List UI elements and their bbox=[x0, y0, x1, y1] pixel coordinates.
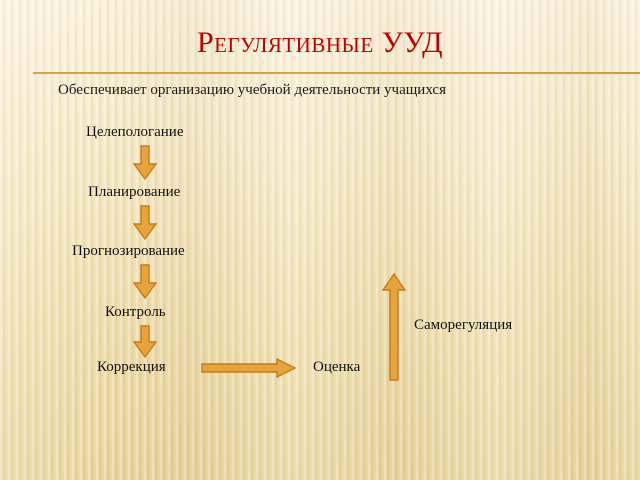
node-samoregulyaciya: Саморегуляция bbox=[414, 317, 513, 333]
node-korrekciya: Коррекция bbox=[97, 359, 166, 375]
arrow-right-korrekciya-to-ocenka bbox=[201, 358, 297, 378]
arrow-down-prognozirovanie-to-kontrol bbox=[131, 264, 159, 300]
node-ocenka: Оценка bbox=[313, 359, 361, 375]
node-celepologanie: Целепологание bbox=[86, 124, 184, 140]
arrow-down-planirovanie-to-prognozirovanie bbox=[131, 205, 159, 241]
title-divider-rule bbox=[33, 72, 640, 74]
node-prognozirovanie: Прогнозирование bbox=[72, 243, 185, 259]
page-title: Регулятивные УУД bbox=[196, 26, 444, 59]
page-subtitle: Обеспечивает организацию учебной деятель… bbox=[58, 82, 446, 98]
arrow-down-kontrol-to-korrekciya bbox=[131, 325, 159, 359]
node-kontrol: Контроль bbox=[105, 304, 166, 320]
node-planirovanie: Планирование bbox=[88, 184, 181, 200]
arrow-up-ocenka-to-samoregulyaciya bbox=[379, 272, 409, 382]
arrow-down-celepologanie-to-planirovanie bbox=[131, 145, 159, 181]
